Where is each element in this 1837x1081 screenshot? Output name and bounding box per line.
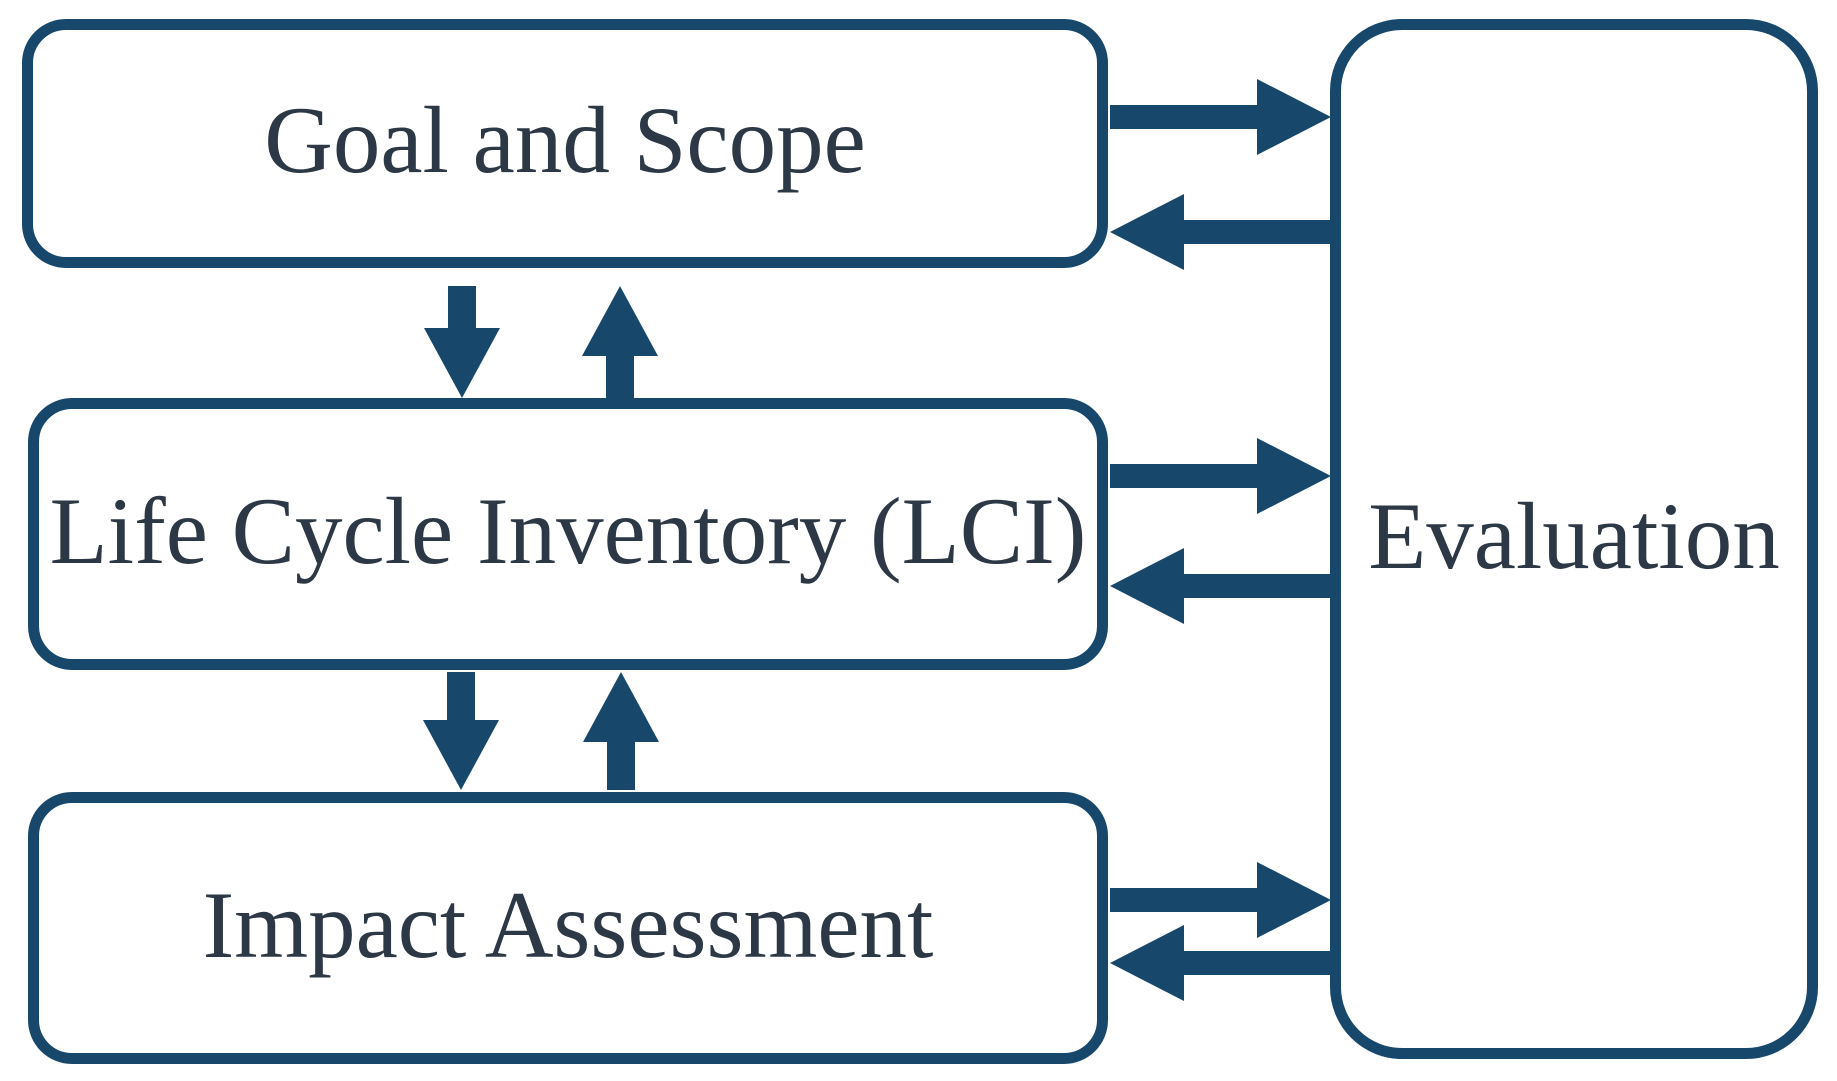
arrow-evaluation-to-impact [1110,925,1331,1001]
arrow-shaft [606,354,634,398]
arrowhead-up-icon [583,672,659,742]
goal-and-scope-label: Goal and Scope [264,87,866,193]
arrow-lci-to-evaluation [1110,438,1331,514]
arrow-lci-to-impact [423,672,499,790]
arrow-shaft [1182,220,1331,244]
arrow-shaft [447,672,475,722]
arrow-evaluation-to-lci [1110,548,1331,624]
arrowhead-left-icon [1110,548,1184,624]
arrowhead-down-icon [424,328,500,398]
arrow-impact-to-lci [583,672,659,790]
goal-and-scope-box: Goal and Scope [22,19,1108,268]
impact-assessment-label: Impact Assessment [202,871,934,978]
arrowhead-left-icon [1110,194,1184,270]
arrow-impact-to-evaluation [1110,862,1331,938]
arrowhead-right-icon [1257,438,1331,514]
life-cycle-inventory-box: Life Cycle Inventory (LCI) [28,398,1108,670]
arrow-goal-to-lci [424,286,500,398]
arrowhead-up-icon [582,286,658,356]
impact-assessment-box: Impact Assessment [28,792,1108,1064]
arrow-shaft [1110,464,1260,488]
arrowhead-left-icon [1110,925,1184,1001]
arrow-shaft [1110,888,1260,912]
arrow-shaft [1110,105,1260,129]
evaluation-label: Evaluation [1368,482,1780,589]
arrow-goal-to-evaluation [1110,79,1331,155]
arrow-lci-to-goal [582,286,658,398]
arrowhead-down-icon [423,720,499,790]
arrow-shaft [1182,951,1331,975]
arrowhead-right-icon [1257,79,1331,155]
arrow-shaft [607,740,635,790]
life-cycle-inventory-label: Life Cycle Inventory (LCI) [49,477,1087,584]
arrow-shaft [1182,574,1331,598]
evaluation-box: Evaluation [1330,19,1818,1059]
arrow-shaft [448,286,476,330]
arrowhead-right-icon [1257,862,1331,938]
arrow-evaluation-to-goal [1110,194,1331,270]
